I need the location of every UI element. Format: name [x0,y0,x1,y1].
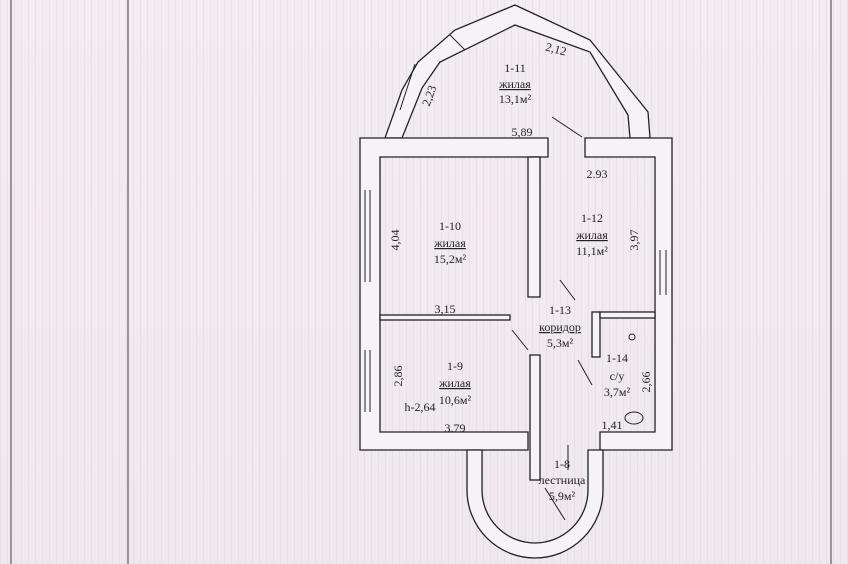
dimension: 2,23 [419,83,439,108]
door-swing [577,359,593,386]
partition-wall-1-10-1-12 [527,156,541,298]
room-type: жилая [438,376,471,390]
partition-wall-bath [591,311,601,358]
room-area: 5,3м² [547,336,574,350]
room-area: 5,9м² [549,489,576,503]
stair-step [544,487,566,521]
door-swing [559,279,576,301]
room-type: жилая [575,228,608,242]
dimension: 5,89 [512,125,533,139]
room-area: 11,1м² [576,244,608,258]
room-area: 13,1м² [499,92,532,106]
room-id: 1-10 [439,219,461,233]
staircase-wall [466,449,604,559]
ceiling-height: h-2,64 [405,400,436,414]
room-type: жилая [498,77,531,91]
room-id: 1-11 [504,61,526,75]
dimension: 2.93 [587,167,608,181]
room-id: 1-14 [606,351,628,365]
partition-wall-1-9 [379,314,511,321]
room-area: 3,7м² [604,385,631,399]
outer-wall [359,137,549,451]
room-id: 1-13 [549,303,571,317]
room-type: с/у [610,369,625,383]
outer-wall-right [584,137,673,451]
margin-line-left [10,0,12,564]
room-id: 1-9 [447,359,463,373]
margin-line-right [830,0,832,564]
door-swing [511,329,529,351]
margin-line-binding [127,0,129,564]
door-swing [551,116,583,138]
window [399,63,416,111]
room-type: лестница [539,473,586,487]
partition-wall-corridor [529,354,541,481]
dimension: 3,97 [627,230,641,251]
dimension: 3.79 [445,421,466,435]
dimension: 4,04 [388,230,402,251]
room-type: коридор [539,320,581,334]
room-type: жилая [433,236,466,250]
toilet-icon [624,411,644,425]
dimension: 2,86 [391,366,405,387]
dimension: 2,12 [544,40,568,59]
sink-icon [628,333,636,341]
dimension: 1,41 [602,418,623,432]
partition-wall-bath-top [599,311,656,319]
room-area: 15,2м² [434,252,467,266]
dimension: 3,15 [435,302,456,316]
room-id: 1-8 [554,457,570,471]
dimension: 2,66 [639,372,653,393]
room-area: 10,6м² [439,393,472,407]
room-id: 1-12 [581,211,603,225]
